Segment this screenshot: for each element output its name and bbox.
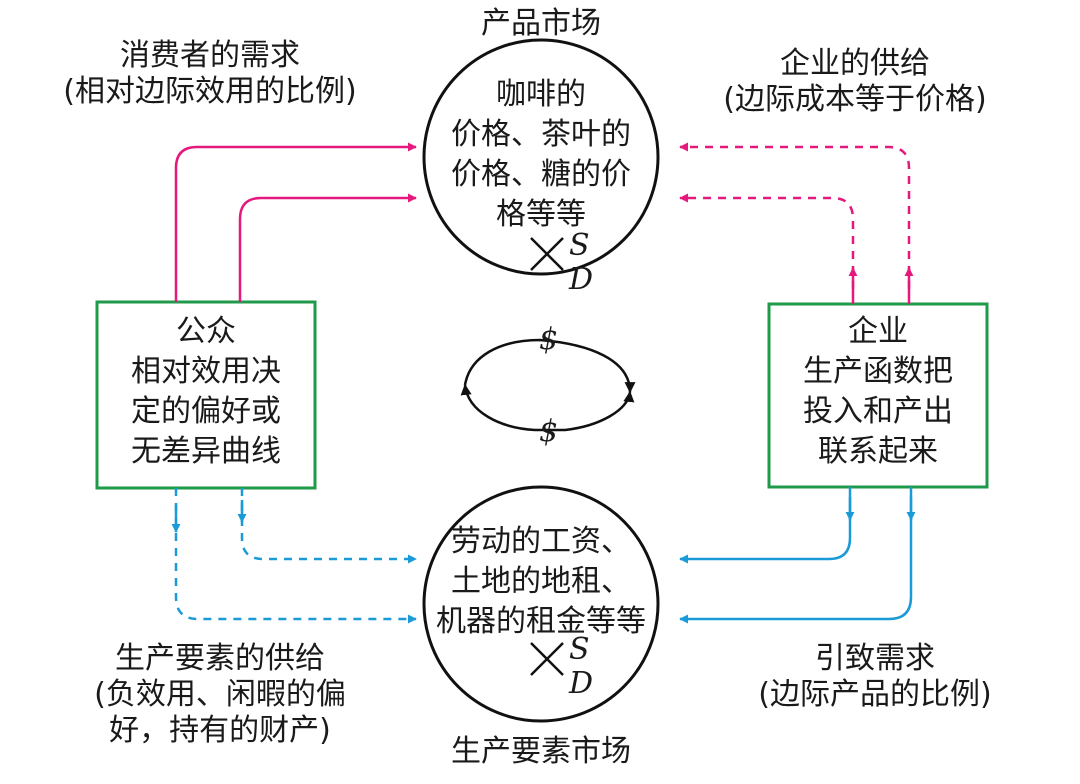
product-market-s-label: S — [569, 228, 590, 263]
derived-demand-arrow-outer — [679, 487, 913, 624]
business-supply-line: (边际成本等于价格) — [723, 82, 987, 117]
business-supply-label: 企业的供给 (边际成本等于价格) — [690, 46, 1020, 118]
factor-market-text-line: 机器的租金等等 — [436, 604, 646, 639]
product-supply-demand-cross-icon — [530, 237, 564, 271]
public-box — [95, 300, 317, 490]
factor-market-circle — [422, 485, 660, 723]
factor-supply-line: 生产要素的供给 — [115, 641, 325, 676]
money-top-dollar: $ — [539, 322, 559, 357]
product-market-text: 咖啡的 价格、茶叶的 价格、糖的价 格等等 — [441, 75, 641, 235]
money-flow-arrow-top — [463, 338, 636, 394]
business-box-line: 生产函数把 — [803, 354, 953, 389]
factor-market-title: 生产要素市场 — [451, 734, 631, 769]
derived-demand-arrow-inner — [679, 487, 852, 564]
derived-demand-line: (边际产品的比例) — [758, 677, 992, 712]
consumer-demand-arrow-outer — [174, 142, 417, 302]
business-box-line: 投入和产出 — [803, 394, 953, 429]
factor-market-s-label: S — [569, 632, 590, 667]
product-market-text-line: 咖啡的 — [496, 77, 586, 112]
business-supply-arrow-inner — [679, 193, 855, 304]
factor-supply-label: 生产要素的供给 (负效用、闲暇的偏 好，持有的财产) — [60, 641, 380, 749]
factor-supply-arrow-outer — [174, 488, 417, 624]
factor-market-d-label: D — [569, 666, 594, 701]
public-box-line: 公众 — [176, 314, 236, 349]
factor-supply-arrow-inner — [240, 488, 417, 564]
factor-supply-line: (负效用、闲暇的偏 — [94, 677, 346, 712]
product-market-d-label: D — [569, 262, 594, 297]
product-market-title: 产品市场 — [481, 6, 601, 41]
public-box-line: 相对效用决 — [131, 354, 281, 389]
public-box-line: 无差异曲线 — [131, 434, 281, 469]
business-box — [767, 302, 989, 489]
consumer-demand-arrow-inner — [238, 193, 417, 302]
consumer-demand-line: (相对边际效用的比例) — [63, 74, 357, 109]
factor-market-text: 劳动的工资、 土地的地租、 机器的租金等等 — [416, 522, 666, 642]
factor-market-text-line: 土地的地租、 — [451, 564, 631, 599]
product-market-circle — [422, 38, 660, 276]
business-box-line: 企业 — [848, 314, 908, 349]
business-box-text: 企业 生产函数把 投入和产出 联系起来 — [769, 312, 987, 472]
derived-demand-label: 引致需求 (边际产品的比例) — [730, 641, 1020, 713]
factor-supply-line: 好，持有的财产) — [109, 713, 331, 748]
money-bottom-dollar: $ — [539, 414, 559, 449]
public-box-line: 定的偏好或 — [131, 394, 281, 429]
factor-supply-demand-cross-icon — [530, 642, 564, 676]
consumer-demand-line: 消费者的需求 — [120, 38, 300, 73]
business-supply-arrow-outer — [679, 142, 911, 304]
business-box-line: 联系起来 — [818, 434, 938, 469]
factor-market-text-line: 劳动的工资、 — [451, 524, 631, 559]
business-supply-line: 企业的供给 — [780, 46, 930, 81]
public-box-text: 公众 相对效用决 定的偏好或 无差异曲线 — [97, 312, 315, 472]
product-market-text-line: 价格、糖的价 — [451, 157, 631, 192]
product-market-text-line: 价格、茶叶的 — [451, 117, 631, 152]
consumer-demand-label: 消费者的需求 (相对边际效用的比例) — [20, 38, 400, 110]
derived-demand-line: 引致需求 — [815, 641, 935, 676]
product-market-text-line: 格等等 — [496, 197, 586, 232]
money-flow-arrow-bottom — [460, 383, 635, 432]
